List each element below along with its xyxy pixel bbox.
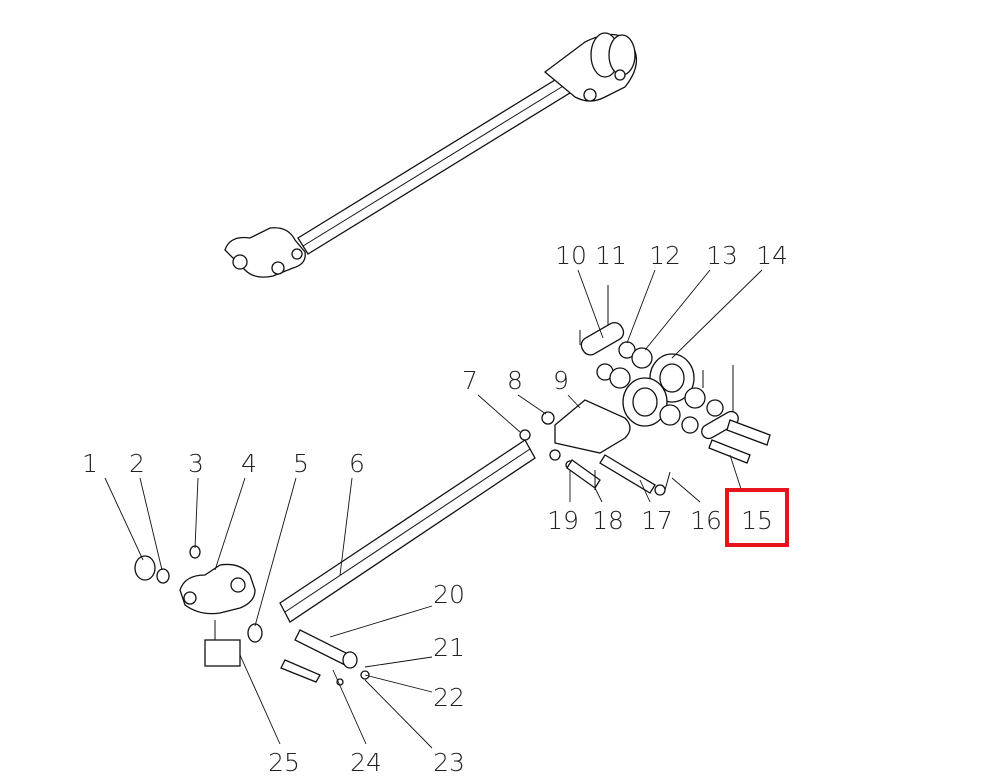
- callout-21: 21: [433, 633, 465, 662]
- callout-11: 11: [595, 241, 627, 270]
- callout-20: 20: [433, 580, 465, 609]
- callout-6: 6: [349, 449, 365, 478]
- lower-axle-assembly: [134, 285, 771, 686]
- callout-4: 4: [241, 449, 257, 478]
- callout-23: 23: [433, 748, 465, 777]
- callout-1: 1: [82, 449, 98, 478]
- callout-25: 25: [268, 748, 300, 777]
- callout-13: 13: [706, 241, 738, 270]
- callout-24: 24: [350, 748, 382, 777]
- callout-16: 16: [690, 506, 722, 535]
- leader-lines: [104, 269, 763, 749]
- callout-2: 2: [129, 449, 145, 478]
- highlight-box: [725, 488, 789, 547]
- callout-9: 9: [553, 366, 569, 395]
- callout-17: 17: [641, 506, 673, 535]
- callout-10: 10: [555, 241, 587, 270]
- callout-5: 5: [293, 449, 309, 478]
- callout-18: 18: [592, 506, 624, 535]
- upper-axle-assembly: [224, 32, 637, 278]
- callout-3: 3: [188, 449, 204, 478]
- callout-19: 19: [547, 506, 579, 535]
- callout-22: 22: [433, 683, 465, 712]
- callout-12: 12: [649, 241, 681, 270]
- callout-15: 15: [741, 506, 773, 535]
- callout-14: 14: [756, 241, 788, 270]
- callout-7: 7: [462, 366, 478, 395]
- callout-labels: 1 2 3 4 5 6 7 8 9 10 11 12 13 14 15 16 1…: [82, 241, 788, 777]
- callout-8: 8: [507, 366, 523, 395]
